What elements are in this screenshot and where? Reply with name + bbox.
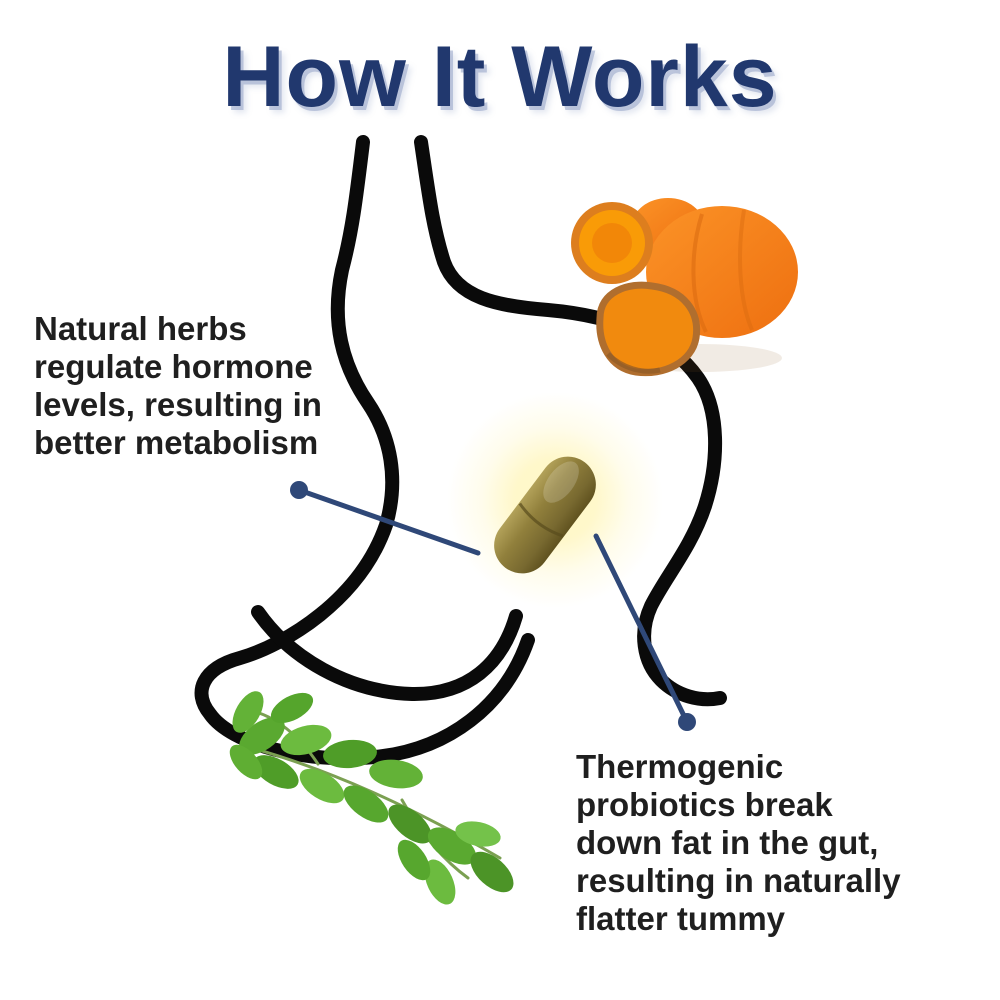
turmeric-ridge (691, 213, 708, 333)
leaf (343, 785, 389, 823)
capsule-icon (494, 456, 596, 574)
left-connector-dot (290, 481, 308, 499)
annotation-natural-herbs: Natural herbs regulate hormone levels, r… (34, 310, 322, 462)
annotation-line: down fat in the gut, (576, 824, 879, 861)
leaf (280, 724, 332, 756)
annotation-line: flatter tummy (576, 900, 786, 937)
annotation-line: resulting in naturally (576, 862, 901, 899)
capsule-highlight (543, 461, 579, 503)
left-connector-line (296, 487, 481, 556)
leaf (299, 768, 345, 804)
turmeric-slice-core (592, 223, 632, 263)
leaf (253, 755, 299, 789)
turmeric-ridge (738, 209, 754, 331)
capsule-seam (518, 502, 564, 538)
leaf-stem (254, 710, 320, 766)
page-title: How It Works (222, 29, 778, 125)
right-connector-line (593, 533, 690, 725)
leaf (424, 859, 456, 905)
annotation-line: probiotics break (576, 786, 833, 823)
leaf (388, 804, 432, 844)
moringa-leaves-icon (229, 691, 514, 905)
turmeric-skin-edge (606, 352, 661, 374)
leaf (397, 839, 431, 881)
annotation-line: better metabolism (34, 424, 319, 461)
annotation-line: levels, resulting in (34, 386, 322, 423)
annotation-line: regulate hormone (34, 348, 313, 385)
leaf (232, 691, 264, 733)
stomach-right-curve (414, 135, 727, 707)
leaf (229, 744, 263, 780)
annotation-line: Thermogenic (576, 748, 784, 785)
annotation-line: Natural herbs (34, 310, 247, 347)
leaf (455, 821, 501, 847)
leaf (270, 692, 314, 724)
capsule-body (494, 456, 596, 574)
annotation-thermogenic: Thermogenic probiotics break down fat in… (576, 748, 901, 938)
leaf (369, 759, 423, 789)
leaf (323, 739, 377, 769)
leaf (470, 851, 514, 893)
leaf (427, 827, 477, 865)
right-connector-dot (678, 713, 696, 731)
connectors (290, 481, 696, 731)
turmeric-root-icon (571, 198, 798, 377)
stomach-inner-curve (251, 605, 523, 702)
leaf (239, 717, 285, 755)
